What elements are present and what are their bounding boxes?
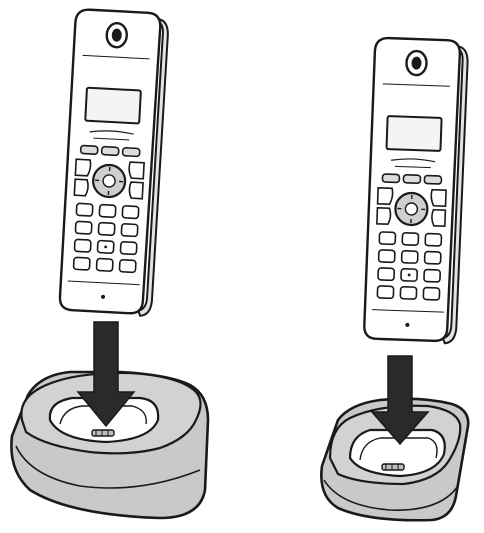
right-handset xyxy=(364,38,469,344)
left-handset xyxy=(59,9,169,317)
right-panel xyxy=(321,38,468,521)
left-panel xyxy=(11,9,208,518)
